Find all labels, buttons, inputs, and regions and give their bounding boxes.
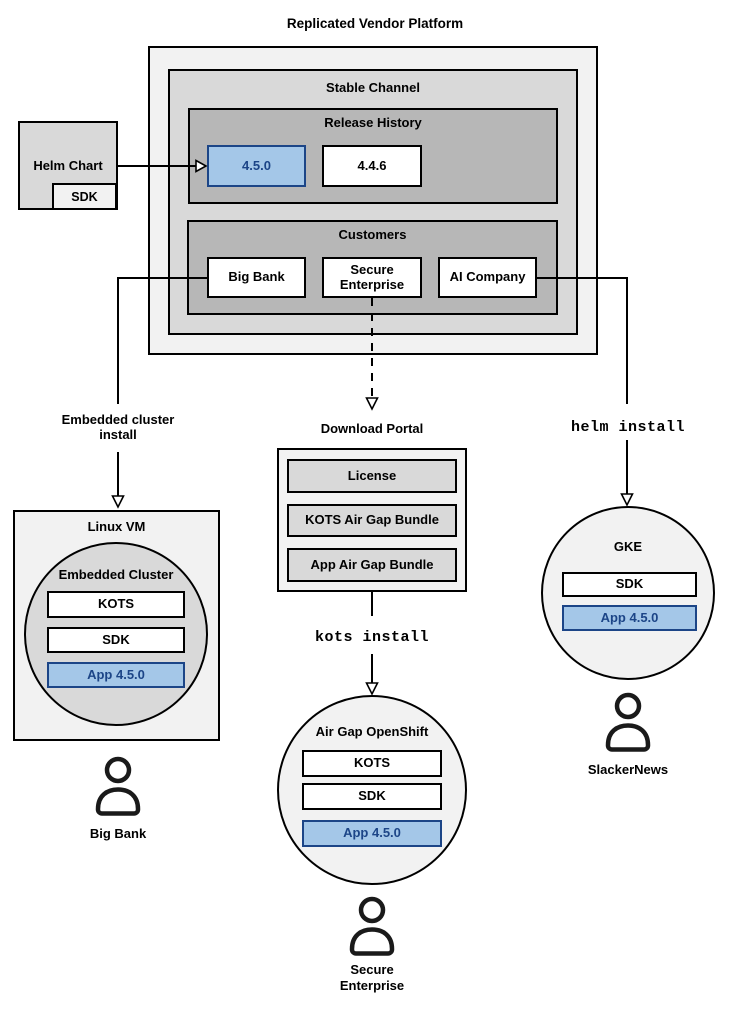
embedded-cluster-app: App 4.5.0 [47,662,185,688]
download-portal-title: Download Portal [320,421,424,436]
airgap-app: App 4.5.0 [302,820,442,847]
gke-app: App 4.5.0 [562,605,697,631]
airgap-openshift-circle: Air Gap OpenShift KOTS SDK App 4.5.0 [277,695,467,885]
customer-big-bank: Big Bank [207,257,306,298]
arrowhead-big-bank-to-linux-vm [111,495,125,509]
release-history-box: Release History 4.5.0 4.4.6 [188,108,558,204]
arrowhead-secure-enterprise-to-portal [365,397,379,411]
release-history-title: Release History [324,115,422,130]
gke-circle: GKE SDK App 4.5.0 [541,506,715,680]
big-bank-user-icon [95,756,141,816]
embedded-cluster-title: Embedded Cluster [58,567,174,582]
linux-vm-title: Linux VM [87,519,146,534]
gke-title: GKE [613,539,643,554]
arrowhead-ai-company-to-gke [620,493,634,507]
slackernews-user-label: SlackerNews [587,762,669,777]
gke-sdk: SDK [562,572,697,597]
edge-label-kots-install: kots install [314,629,430,646]
stable-channel-box: Stable Channel Release History 4.5.0 4.4… [168,69,578,335]
customer-ai-company: AI Company [438,257,537,298]
helm-chart-label: Helm Chart [33,158,103,173]
customers-title: Customers [338,227,407,242]
release-version-446: 4.4.6 [322,145,422,187]
download-portal-box: License KOTS Air Gap Bundle App Air Gap … [277,448,467,592]
slackernews-user-icon [605,692,651,752]
customer-secure-enterprise: Secure Enterprise [322,257,422,298]
portal-app-airgap-bundle: App Air Gap Bundle [287,548,457,582]
secure-enterprise-user-icon [349,896,395,956]
secure-enterprise-user-label: Secure Enterprise [339,962,405,994]
vendor-platform-box: Stable Channel Release History 4.5.0 4.4… [148,46,598,355]
embedded-cluster-circle: Embedded Cluster KOTS SDK App 4.5.0 [24,542,208,726]
helm-chart-sdk-chip: SDK [52,183,117,210]
airgap-sdk: SDK [302,783,442,810]
embedded-cluster-kots: KOTS [47,591,185,618]
big-bank-user-label: Big Bank [89,826,147,841]
edge-label-helm-install: helm install [570,419,686,436]
arrowhead-portal-to-airgap [365,682,379,696]
linux-vm-box: Linux VM Embedded Cluster KOTS SDK App 4… [13,510,220,741]
portal-kots-airgap-bundle: KOTS Air Gap Bundle [287,504,457,537]
customers-box: Customers Big Bank Secure Enterprise AI … [187,220,558,315]
page-title: Replicated Vendor Platform [286,16,464,31]
release-version-450: 4.5.0 [207,145,306,187]
airgap-kots: KOTS [302,750,442,777]
airgap-openshift-title: Air Gap OpenShift [315,724,429,739]
embedded-cluster-sdk: SDK [47,627,185,653]
edge-label-embedded-install: Embedded cluster install [61,412,175,443]
portal-license: License [287,459,457,493]
stable-channel-title: Stable Channel [326,80,420,95]
helm-chart-box: Helm Chart SDK [18,121,118,210]
